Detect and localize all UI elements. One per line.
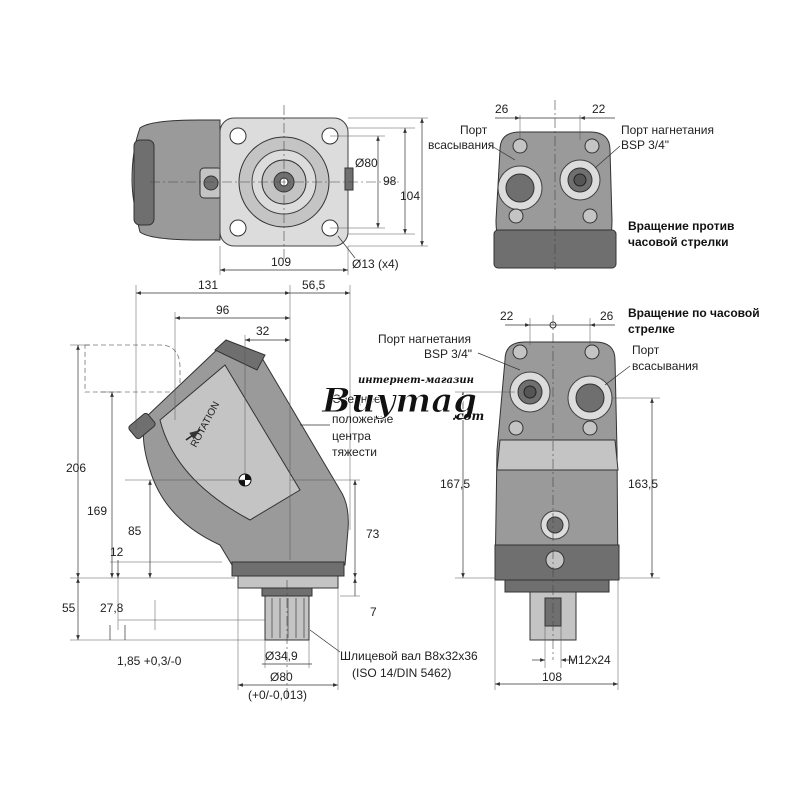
side-dim-32: 32 — [256, 324, 270, 338]
rear-view-dimensions: 26 22 Порт всасывания Порт нагнетания BS… — [428, 102, 734, 249]
front-dim-width: 108 — [542, 670, 562, 684]
cog-label-4: тяжести — [332, 445, 377, 459]
side-dim-pilot-tol: (+0/-0,013) — [248, 688, 307, 702]
front-dim-163-5: 163,5 — [628, 477, 658, 491]
front-view-dimensions: 22 26 Вращение по часовой стрелке Порт н… — [378, 306, 760, 690]
side-view: ROTATION — [84, 339, 349, 700]
side-dim-206: 206 — [66, 461, 86, 475]
side-dim-pilot: Ø80 — [270, 670, 293, 684]
front-port-suction-1: Порт — [632, 343, 660, 357]
top-dim-width: 109 — [271, 255, 291, 269]
side-dim-shaft: Ø34,9 — [265, 649, 298, 663]
side-dim-85: 85 — [128, 524, 142, 538]
front-rotation-1: Вращение по часовой — [628, 306, 760, 320]
shaft-label-1: Шлицевой вал B8x32x36 — [340, 649, 478, 663]
side-dim-55: 55 — [62, 601, 76, 615]
rear-dim-right: 22 — [592, 102, 606, 116]
side-dim-27-8: 27,8 — [100, 601, 124, 615]
watermark-logo: интернет-магазин Buymag .com — [321, 375, 485, 423]
rear-rotation-2: часовой стрелки — [628, 235, 728, 249]
front-rotation-2: стрелке — [628, 322, 675, 336]
top-view — [131, 105, 400, 262]
front-dim-thread: M12x24 — [568, 653, 611, 667]
top-view-dimensions: 109 Ø80 98 104 Ø13 (x4) — [219, 117, 428, 275]
top-dim-holes: Ø13 (x4) — [352, 257, 399, 271]
side-dim-7: 7 — [370, 605, 377, 619]
rear-port-suction-1: Порт — [460, 123, 488, 137]
rear-rotation-1: Вращение против — [628, 219, 734, 233]
front-dim-167-5: 167,5 — [440, 477, 470, 491]
rear-dim-left: 26 — [495, 102, 509, 116]
front-port-suction-2: всасывания — [632, 359, 698, 373]
rear-view-ccw — [493, 100, 617, 270]
watermark-domain: .com — [452, 409, 484, 423]
watermark-brand: Buymag — [321, 381, 477, 421]
side-dim-169: 169 — [87, 504, 107, 518]
shaft-label-2: (ISO 14/DIN 5462) — [352, 666, 451, 680]
top-dim-104: 104 — [400, 189, 420, 203]
cog-label-3: центра — [332, 429, 371, 443]
side-dim-131: 131 — [198, 278, 218, 292]
watermark-line1: интернет-магазин — [358, 375, 474, 386]
side-dim-96: 96 — [216, 303, 230, 317]
cog-label-2: положение — [332, 412, 394, 426]
front-dim-right: 26 — [600, 309, 614, 323]
cog-label-1: Среднее — [332, 392, 381, 406]
front-view-cw — [494, 315, 620, 660]
side-dim-73: 73 — [366, 527, 380, 541]
front-port-pressure-2: BSP 3/4" — [424, 347, 472, 361]
front-port-pressure-1: Порт нагнетания — [378, 332, 471, 346]
side-dim-56-5: 56,5 — [302, 278, 326, 292]
top-dim-bolt-circle: Ø80 — [355, 156, 378, 170]
top-dim-98: 98 — [383, 174, 397, 188]
front-dim-left: 22 — [500, 309, 514, 323]
rear-port-pressure-2: BSP 3/4" — [621, 138, 669, 152]
rear-port-pressure-1: Порт нагнетания — [621, 123, 714, 137]
side-dim-12: 12 — [110, 545, 124, 559]
rear-port-suction-2: всасывания — [428, 138, 494, 152]
side-dim-tol: 1,85 +0,3/-0 — [117, 654, 182, 668]
side-view-dimensions: 131 56,5 96 32 206 169 85 73 12 55 27,8 — [62, 278, 478, 702]
